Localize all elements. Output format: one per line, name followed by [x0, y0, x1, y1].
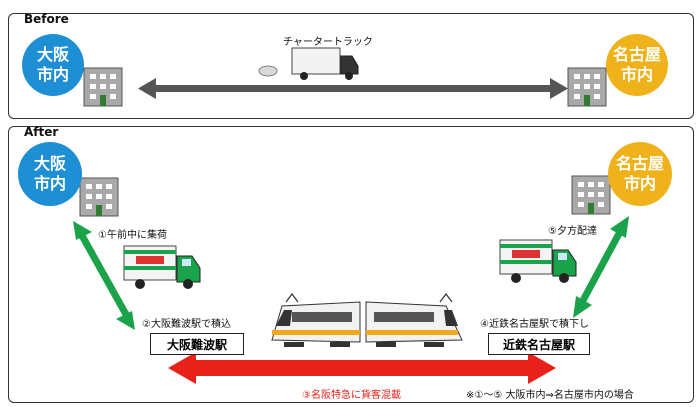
before-osaka-building-icon: [83, 67, 123, 107]
limited-express-train-icon: [271, 293, 463, 347]
step1-label: ①午前中に集荷: [98, 230, 167, 241]
step5-label: ⑤夕方配達: [548, 226, 597, 237]
after-osaka-building-icon: [79, 177, 119, 217]
delivery-truck-icon: [499, 239, 577, 283]
before-gray-arrow: [138, 78, 568, 99]
osaka-namba-station-box: 大阪難波駅: [150, 333, 244, 355]
after-osaka-circle: 大阪 市内: [18, 142, 82, 206]
before-osaka-label-2: 市内: [36, 65, 69, 84]
charter-truck-label: チャータートラック: [283, 37, 373, 48]
green-arrow-osaka: [73, 221, 135, 330]
kintetsu-nagoya-station-box: 近鉄名古屋駅: [488, 333, 590, 355]
before-osaka-label-1: 大阪: [36, 45, 69, 64]
green-arrow-nagoya: [573, 216, 629, 318]
before-label: Before: [24, 12, 69, 26]
pickup-truck-icon: [123, 245, 201, 289]
after-nagoya-label-2: 市内: [623, 174, 656, 193]
step4-label: ④近鉄名古屋駅で積下し: [480, 319, 589, 330]
note-text: ※①～⑤ 大阪市内⇒名古屋市内の場合: [466, 390, 634, 401]
after-nagoya-label-1: 名古屋: [615, 154, 664, 173]
before-nagoya-label-1: 名古屋: [612, 45, 661, 64]
after-nagoya-circle: 名古屋 市内: [608, 142, 672, 206]
before-nagoya-building-icon: [567, 67, 607, 107]
after-label: After: [24, 125, 59, 139]
after-nagoya-building-icon: [571, 175, 611, 215]
before-nagoya-circle: 名古屋 市内: [606, 34, 668, 96]
after-osaka-label-1: 大阪: [33, 154, 66, 173]
before-osaka-circle: 大阪 市内: [22, 34, 84, 96]
after-panel: [8, 126, 694, 403]
step2-label: ②大阪難波駅で積込: [142, 319, 231, 330]
after-osaka-label-2: 市内: [33, 174, 66, 193]
red-arrow: [168, 352, 556, 384]
charter-truck-icon: [258, 47, 359, 80]
step3-label: ③名阪特急に貨客混載: [302, 390, 401, 401]
before-nagoya-label-2: 市内: [620, 65, 653, 84]
